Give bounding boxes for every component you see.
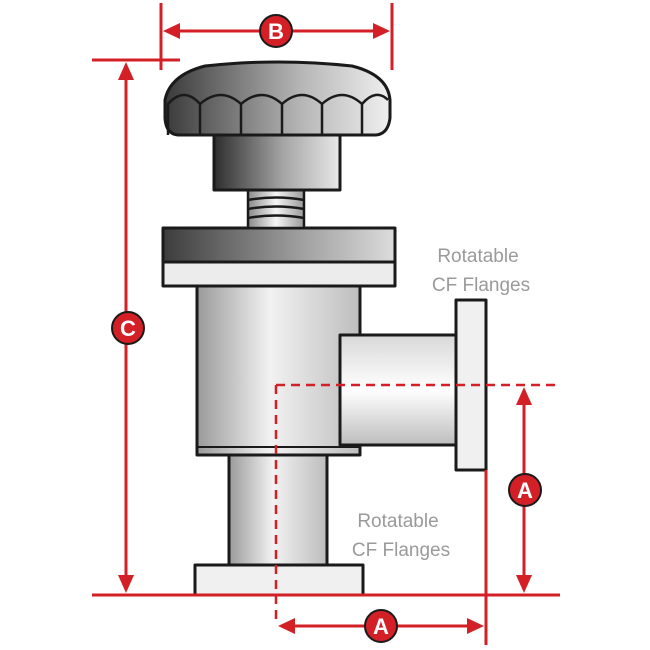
dim-c-badge: C [111, 311, 145, 345]
side-arm-tube [338, 333, 460, 447]
dim-a-horizontal-label: A [373, 614, 389, 639]
note-bottom-line-2: CF Flanges [352, 540, 450, 561]
top-flange [161, 226, 397, 264]
dim-b-badge: B [259, 14, 293, 48]
dim-a-vertical-label: A [517, 478, 533, 503]
note-bottom-line-1: Rotatable [357, 511, 438, 532]
bottom-tube [227, 453, 329, 567]
dim-b-label: B [268, 19, 284, 44]
valve-body [195, 283, 362, 457]
dim-c-label: C [120, 316, 136, 341]
bottom-flange [193, 563, 365, 597]
note-side-flange: Rotatable CF Flanges [432, 246, 530, 296]
top-flange-lower [161, 260, 397, 288]
bonnet [212, 133, 342, 192]
note-bottom-flange: Rotatable CF Flanges [352, 511, 450, 561]
dim-a-vertical-badge: A [508, 473, 542, 507]
handwheel-knob [163, 60, 392, 137]
note-side-line-1: Rotatable [437, 246, 518, 267]
dim-a-horizontal-badge: A [364, 609, 398, 643]
note-side-line-2: CF Flanges [432, 275, 530, 296]
knob-grip-ridges [166, 93, 389, 135]
threaded-stem [246, 188, 306, 230]
valve-assembly [161, 60, 488, 597]
centerlines [274, 383, 560, 625]
